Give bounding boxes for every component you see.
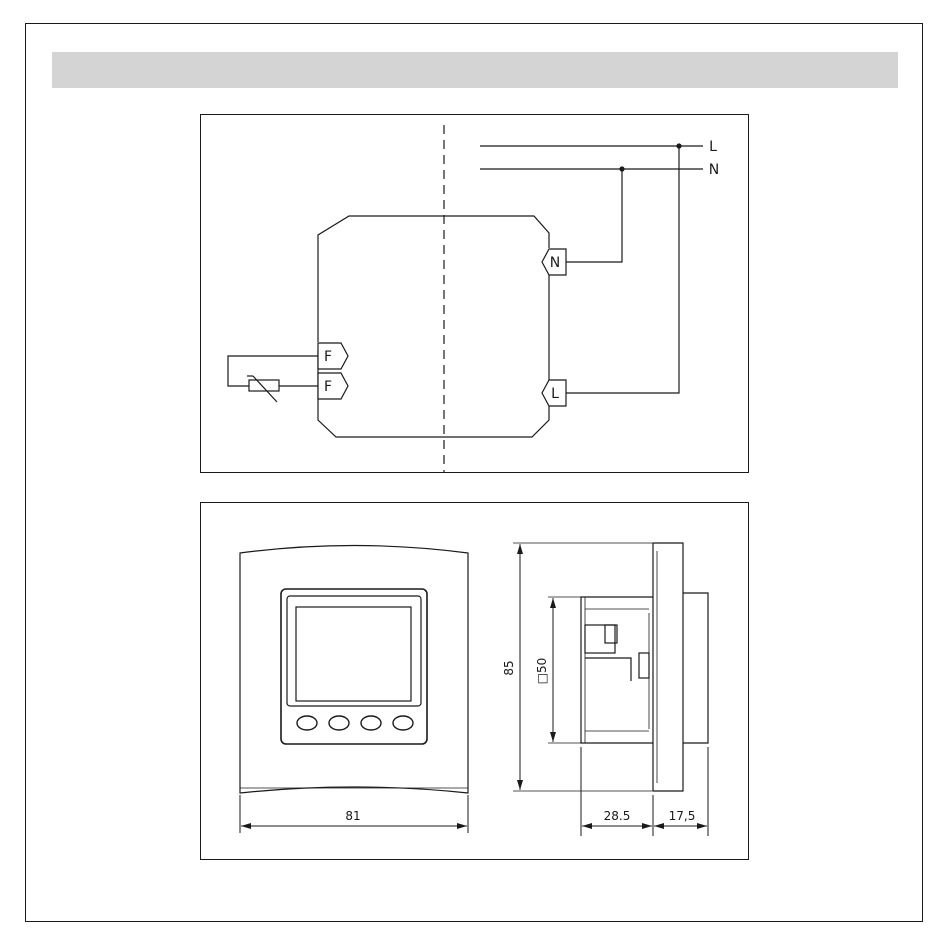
front-button (297, 716, 317, 730)
front-button (393, 716, 413, 730)
display-bezel-inner (287, 596, 421, 706)
side-component-a (585, 625, 615, 653)
front-button (361, 716, 381, 730)
neutral-wire (566, 169, 622, 262)
front-depth-label: 17,5 (669, 809, 696, 823)
wiring-diagram-panel: L N N L F F (200, 114, 749, 473)
side-component-c (585, 658, 631, 681)
display-bezel-outer (281, 589, 427, 744)
device-outline-top (318, 216, 549, 342)
line-label-l: L (709, 139, 717, 155)
front-button (329, 716, 349, 730)
wiring-diagram: L N N L F F (201, 115, 750, 474)
terminal-label-n: N (550, 255, 560, 271)
terminal-f-bottom (318, 373, 348, 399)
header-band (52, 52, 898, 88)
neutral-junction (619, 166, 624, 171)
terminal-label-l: L (551, 386, 559, 402)
dimension-drawing: 81 85 □50 28.5 17,5 (201, 503, 750, 861)
side-body (581, 597, 653, 743)
cutout-label: □50 (535, 658, 549, 685)
dimension-drawing-panel: 81 85 □50 28.5 17,5 (200, 502, 749, 860)
line-label-n: N (709, 162, 719, 178)
terminal-f-top (318, 343, 348, 369)
ntc-sensor-body (249, 380, 279, 391)
body-depth-label: 28.5 (604, 809, 631, 823)
side-connector (639, 653, 649, 678)
button-row (297, 716, 413, 730)
terminal-label-f-top: F (324, 349, 332, 365)
sensor-wire-a (228, 356, 318, 386)
terminal-label-f-bottom: F (324, 379, 332, 395)
side-front-plate (653, 543, 683, 791)
side-front-cover (683, 593, 708, 743)
width-label: 81 (345, 809, 360, 823)
live-junction (676, 143, 681, 148)
height-label: 85 (502, 660, 516, 675)
display-screen (296, 607, 411, 701)
device-outline (318, 350, 549, 437)
front-frame (240, 546, 468, 794)
